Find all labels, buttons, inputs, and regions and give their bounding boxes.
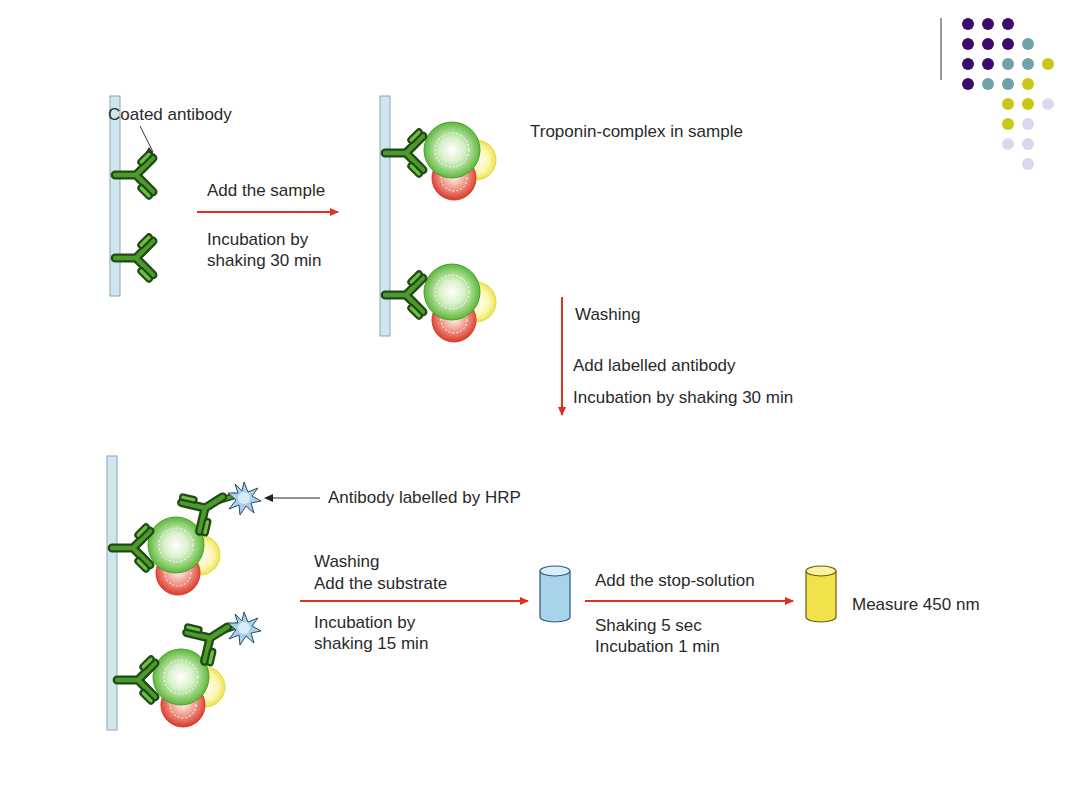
callout-label: Troponin-complex in sample <box>530 121 743 142</box>
step-label: Add the stop-solution <box>595 570 755 591</box>
result-label: Measure 450 nm <box>852 594 980 615</box>
well-wall <box>110 96 120 296</box>
leader-line <box>266 497 320 498</box>
callout-label: Antibody labelled by HRP <box>328 487 521 508</box>
blue-tube <box>540 566 570 622</box>
well-wall <box>107 456 117 730</box>
step-label: Add the sample <box>207 180 325 201</box>
step-label: Incubation by shaking 30 min <box>207 229 357 271</box>
coated-antibody <box>117 659 155 701</box>
callout-label: Coated antibody <box>108 104 232 125</box>
coated-antibody <box>385 132 423 174</box>
troponin-complex <box>424 122 496 200</box>
corner-dots <box>962 18 1054 170</box>
coated-antibody <box>115 154 153 196</box>
step-label: Incubation 1 min <box>595 636 720 657</box>
step-label: Shaking 5 sec <box>595 615 702 636</box>
step-label: Incubation by shaking 30 min <box>573 387 793 408</box>
step-label: Add the substrate <box>314 573 447 594</box>
divider-line <box>941 18 942 80</box>
step-label: Incubation by shaking 15 min <box>314 612 464 654</box>
leader-line <box>140 126 153 152</box>
well-wall <box>380 96 390 336</box>
process-arrow <box>197 212 793 601</box>
labelled-antibody <box>180 479 234 534</box>
coated-antibody <box>115 237 153 279</box>
hrp-label <box>228 482 261 515</box>
step-label: Add labelled antibody <box>573 355 736 376</box>
yellow-tube <box>806 566 836 622</box>
step-label: Washing <box>314 551 380 572</box>
step-label: Washing <box>575 304 641 325</box>
hrp-label <box>228 612 261 645</box>
coated-antibody <box>385 274 423 316</box>
coated-antibody <box>112 527 150 569</box>
troponin-complex <box>424 264 496 342</box>
